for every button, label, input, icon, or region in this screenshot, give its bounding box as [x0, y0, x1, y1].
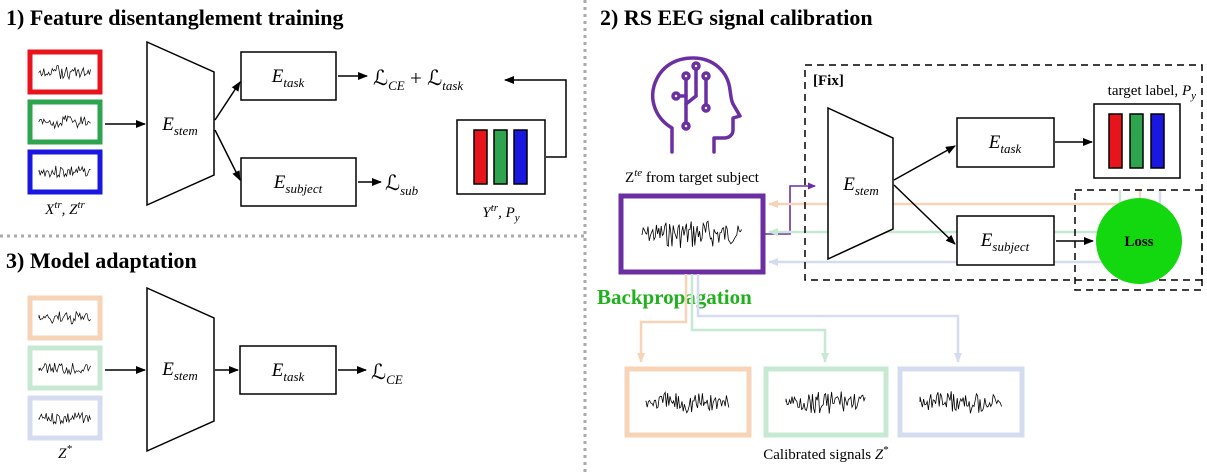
input-signal-green: [27, 99, 103, 145]
input-signal-blue: [27, 149, 103, 195]
stem-encoder-1: Estem: [146, 40, 215, 207]
fix-region: [804, 64, 1203, 281]
loss-label: Loss: [1124, 234, 1153, 250]
target-label-box-1: [456, 119, 546, 195]
adapt-signal-green: [27, 345, 103, 391]
calibrated-signal-orange: [624, 366, 752, 438]
section1-input-label: Xtr, Ztr: [44, 199, 85, 218]
section2-title: 2) RS EEG signal calibration: [600, 5, 873, 30]
arrow-stem2-to-task: [893, 145, 956, 181]
adapt-signal-orange: [27, 295, 103, 341]
target-label-box-2: [1093, 103, 1181, 179]
task-encoder-3: Etask: [239, 345, 337, 395]
arrow-target-to-loss1: [504, 76, 567, 158]
calibrated-signal-green: [763, 366, 889, 438]
fix-label: [Fix]: [813, 73, 844, 89]
subject-encoder-2: Esubject: [956, 215, 1055, 266]
section3-title: 3) Model adaptation: [6, 248, 197, 273]
loss-ce-task: ℒCE + ℒtask: [373, 66, 463, 93]
input-signal-red: [27, 49, 103, 95]
arrow-stem1-to-task: [214, 81, 241, 121]
backprop-line-green: [768, 190, 1122, 236]
target-subject-label: Zte from target subject: [625, 167, 760, 186]
loss-dashed-region: [1074, 189, 1203, 291]
stem-encoder-2: Estem: [827, 106, 894, 261]
arrow-stem1-to-subject: [214, 129, 241, 181]
calibrated-signal-blue: [897, 366, 1025, 438]
target-signal-box: [618, 193, 766, 275]
section3-input-label: Z*: [58, 443, 72, 462]
arrow-signal-to-stem2: [765, 182, 816, 235]
target-label-text: target label, Py: [1108, 83, 1196, 102]
task-encoder-2: Etask: [956, 117, 1055, 168]
loss-node: Loss: [1096, 198, 1182, 284]
arrow-stem2-to-subject: [893, 184, 956, 245]
target-label-1: Ytr, Py: [482, 202, 519, 224]
backprop-label: Backpropagation: [597, 285, 752, 309]
calibration-branches: [637, 274, 962, 363]
subject-encoder-1: Esubject: [240, 157, 357, 207]
task-encoder-1: Etask: [240, 51, 337, 101]
adapt-signal-blue: [27, 395, 103, 441]
stem-encoder-3: Estem: [146, 286, 215, 453]
calibrated-label: Calibrated signals Z*: [763, 444, 889, 463]
brain-head-icon: [650, 56, 742, 154]
loss-sub: ℒsub: [385, 171, 419, 198]
section1-title: 1) Feature disentanglement training: [6, 5, 344, 30]
loss-ce-3: ℒCE: [371, 360, 403, 387]
backprop-line-orange: [768, 190, 1142, 208]
